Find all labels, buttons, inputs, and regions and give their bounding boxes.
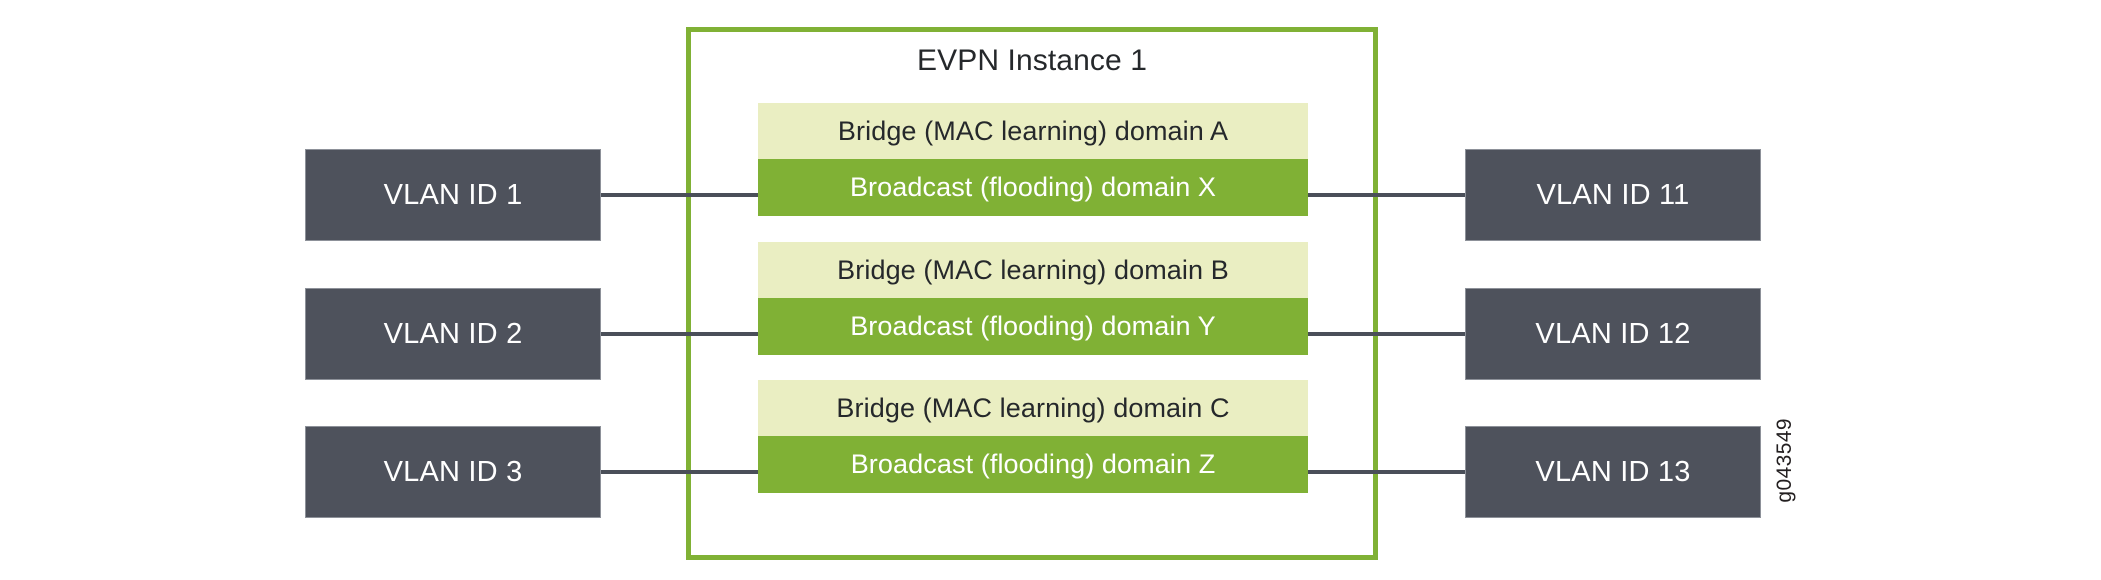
figure-id-watermark: g043549 — [1773, 418, 1796, 503]
bridge-domain-1: Bridge (MAC learning) domain A — [758, 103, 1308, 159]
vlan-label-left-1: VLAN ID 1 — [383, 178, 523, 211]
connector-left-3 — [601, 470, 758, 474]
vlan-box-left-3: VLAN ID 3 — [305, 426, 601, 518]
broadcast-domain-2: Broadcast (flooding) domain Y — [758, 298, 1308, 355]
vlan-box-right-1: VLAN ID 11 — [1465, 149, 1761, 241]
connector-left-2 — [601, 332, 758, 336]
bridge-domain-3: Bridge (MAC learning) domain C — [758, 380, 1308, 436]
domain-stack-2: Bridge (MAC learning) domain B Broadcast… — [758, 242, 1308, 355]
connector-right-3 — [1308, 470, 1465, 474]
evpn-instance-container — [686, 27, 1378, 560]
connector-right-2 — [1308, 332, 1465, 336]
broadcast-domain-3: Broadcast (flooding) domain Z — [758, 436, 1308, 493]
vlan-label-right-2: VLAN ID 12 — [1535, 317, 1691, 350]
connector-right-1 — [1308, 193, 1465, 197]
vlan-label-right-1: VLAN ID 11 — [1536, 178, 1690, 211]
domain-stack-1: Bridge (MAC learning) domain A Broadcast… — [758, 103, 1308, 216]
vlan-label-left-3: VLAN ID 3 — [383, 455, 523, 488]
bridge-domain-2: Bridge (MAC learning) domain B — [758, 242, 1308, 298]
vlan-label-right-3: VLAN ID 13 — [1535, 455, 1691, 488]
vlan-box-right-2: VLAN ID 12 — [1465, 288, 1761, 380]
vlan-box-left-2: VLAN ID 2 — [305, 288, 601, 380]
broadcast-domain-1: Broadcast (flooding) domain X — [758, 159, 1308, 216]
vlan-label-left-2: VLAN ID 2 — [383, 317, 523, 350]
vlan-box-left-1: VLAN ID 1 — [305, 149, 601, 241]
connector-left-1 — [601, 193, 758, 197]
domain-stack-3: Bridge (MAC learning) domain C Broadcast… — [758, 380, 1308, 493]
vlan-box-right-3: VLAN ID 13 — [1465, 426, 1761, 518]
evpn-instance-title: EVPN Instance 1 — [917, 44, 1147, 77]
